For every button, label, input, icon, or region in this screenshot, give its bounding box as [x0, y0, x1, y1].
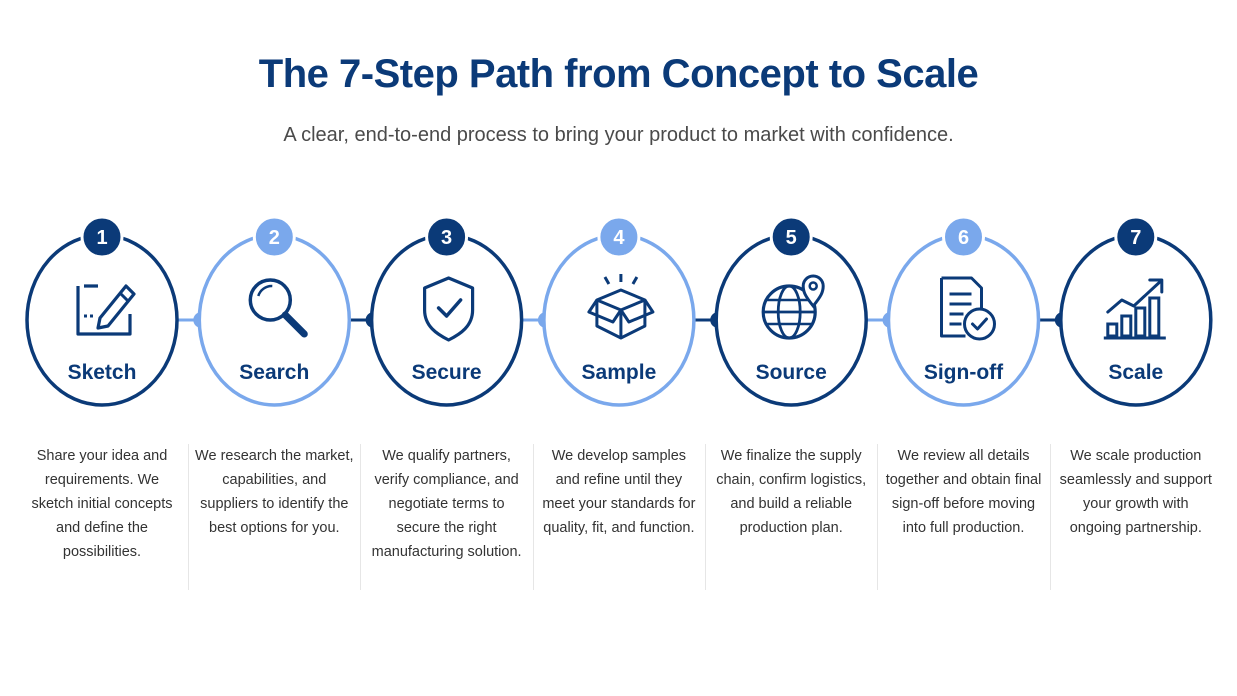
step-label: Sketch — [68, 361, 137, 384]
column-divider — [188, 444, 190, 590]
step-number-badge — [252, 215, 296, 259]
document-check-icon — [940, 276, 996, 341]
step-number: 4 — [613, 227, 625, 249]
column-divider — [360, 444, 362, 590]
step-number-badge — [942, 215, 985, 259]
page-subtitle: A clear, end-to-end process to bring you… — [283, 124, 954, 146]
column-divider — [532, 444, 534, 590]
step-label: Secure — [412, 361, 482, 384]
step-number: 5 — [786, 227, 797, 249]
growth-chart-icon — [1103, 278, 1166, 340]
step-number: 3 — [441, 227, 452, 249]
page-title: The 7-Step Path from Concept to Scale — [258, 52, 979, 96]
step-number: 2 — [269, 227, 280, 249]
step-7-description: We scale production seamlessly and suppo… — [1059, 448, 1212, 536]
step-3-description: We qualify partners, verify compliance, … — [371, 448, 522, 560]
step-6-description: We review all details together and obtai… — [885, 448, 1042, 536]
step-label: Sample — [582, 361, 657, 384]
step-number-badge — [769, 215, 813, 259]
process-flow: 1Sketch2Search3Secure4Sample5Source6Sign… — [25, 215, 1213, 407]
step-descriptions: Share your idea and requirements. We ske… — [20, 444, 1220, 594]
step-number-badge — [597, 215, 641, 259]
step-number-badge — [425, 215, 469, 259]
step-2-description: We research the market, capabilities, an… — [195, 448, 354, 536]
open-box-icon — [587, 274, 655, 340]
column-divider — [1049, 444, 1051, 590]
shield-check-icon — [423, 276, 475, 342]
step-number-badge — [80, 215, 124, 259]
step-label: Source — [756, 361, 827, 384]
step-number: 1 — [96, 227, 107, 249]
step-5-description: We finalize the supply chain, confirm lo… — [716, 448, 867, 536]
step-number: 6 — [958, 227, 969, 249]
step-number: 7 — [1130, 227, 1141, 249]
step-label: Sign-off — [924, 361, 1004, 384]
sketch-pencil-icon — [76, 284, 136, 336]
column-divider — [877, 444, 879, 590]
step-label: Search — [239, 361, 309, 384]
step-number-badge — [1114, 215, 1158, 259]
step-4-description: We develop samples and refine until they… — [542, 448, 696, 536]
step-label: Scale — [1108, 361, 1163, 384]
magnifier-icon — [248, 278, 308, 338]
step-1-description: Share your idea and requirements. We ske… — [31, 448, 173, 560]
column-divider — [705, 444, 707, 590]
globe-pin-icon — [761, 274, 825, 340]
